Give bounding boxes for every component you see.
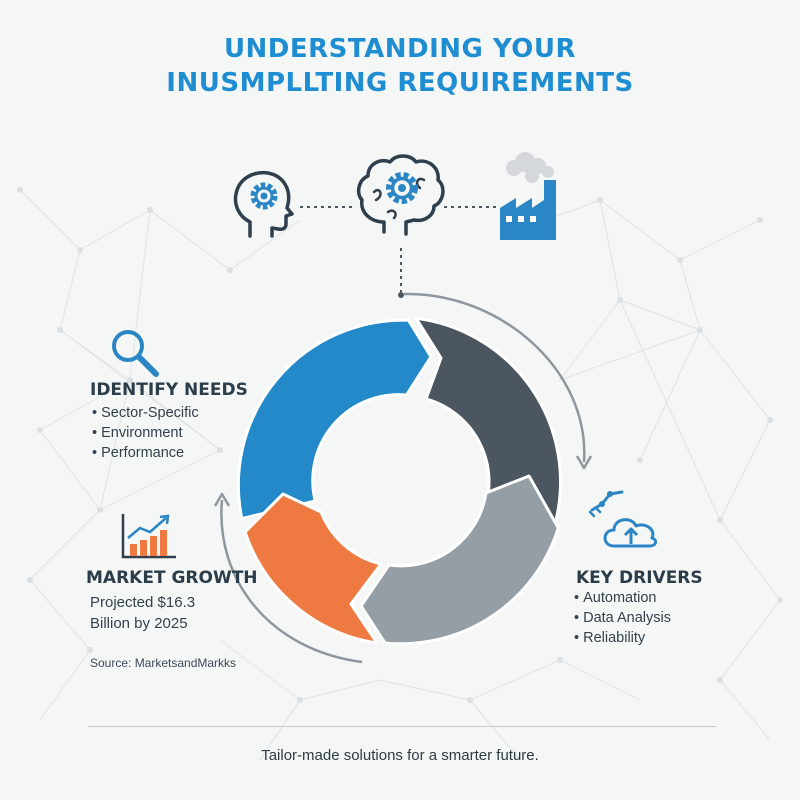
list-item: Environment [92, 423, 199, 443]
segment-gray [359, 474, 560, 646]
key-drivers-list: Automation Data Analysis Reliability [574, 588, 671, 648]
cycle-donut [236, 316, 562, 646]
segment-orange [243, 492, 383, 645]
market-growth-line-1: Projected $16.3 [90, 594, 196, 611]
brain-with-gear-icon [356, 154, 445, 236]
identify-needs-heading: IDENTIFY NEEDS [90, 380, 248, 400]
title-line-2: INUSMPLLTING REQUIREMENTS [166, 68, 634, 98]
footer-tagline: Tailor-made solutions for a smarter futu… [261, 747, 539, 764]
key-drivers-heading: KEY DRIVERS [576, 568, 703, 588]
list-item: Sector-Specific [92, 403, 199, 423]
list-item: Data Analysis [574, 608, 671, 628]
factory-icon [500, 152, 556, 240]
market-growth-heading: MARKET GROWTH [86, 568, 258, 588]
bar-chart-growth-icon [121, 514, 176, 559]
head-with-gear-icon [233, 170, 294, 238]
list-item: Automation [574, 588, 671, 608]
robot-arm-cloud-icon [588, 490, 658, 548]
dotted-connector-left [300, 206, 356, 208]
market-growth-line-2: Billion by 2025 [90, 615, 188, 632]
identify-needs-list: Sector-Specific Environment Performance [92, 403, 199, 463]
magnifier-icon [112, 330, 159, 377]
dotted-connector-right [444, 206, 500, 208]
list-item: Performance [92, 443, 199, 463]
footer-divider [88, 726, 716, 727]
list-item: Reliability [574, 628, 671, 648]
segment-blue [236, 318, 433, 521]
source-note: Source: MarketsandMarkks [90, 656, 237, 670]
title-line-1: UNDERSTANDING YOUR [223, 34, 577, 64]
